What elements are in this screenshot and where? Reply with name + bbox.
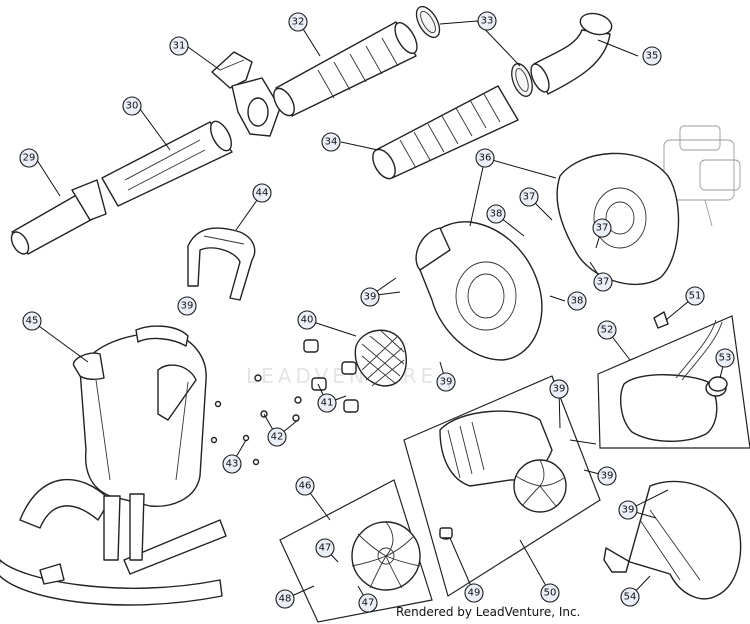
svg-text:41: 41	[321, 398, 334, 409]
callout-54[interactable]: 54	[620, 587, 640, 607]
part-49-pin	[439, 527, 453, 539]
callout-35[interactable]: 35	[642, 46, 662, 66]
callout-42[interactable]: 42	[267, 427, 287, 447]
svg-text:48: 48	[279, 594, 292, 605]
callout-41[interactable]: 41	[317, 393, 337, 413]
callout-44[interactable]: 44	[252, 183, 272, 203]
part-41-isolators	[303, 339, 359, 413]
svg-text:54: 54	[624, 592, 637, 603]
svg-text:34: 34	[325, 137, 338, 148]
callout-39-c[interactable]: 39	[177, 296, 197, 316]
svg-text:32: 32	[292, 17, 305, 28]
svg-text:37: 37	[597, 277, 610, 288]
part-34-corrugated-hose	[372, 85, 519, 180]
callout-37-b[interactable]: 37	[592, 218, 612, 238]
callout-46[interactable]: 46	[295, 476, 315, 496]
engine-ghost	[663, 125, 741, 231]
svg-text:49: 49	[468, 588, 481, 599]
svg-text:39: 39	[601, 471, 614, 482]
part-51-53-small-parts	[653, 311, 728, 392]
svg-text:45: 45	[26, 316, 39, 327]
part-50-fan-cover-group	[403, 375, 601, 597]
callout-45[interactable]: 45	[22, 311, 42, 331]
part-30-tube	[101, 120, 233, 207]
svg-text:31: 31	[173, 41, 186, 52]
callout-32[interactable]: 32	[288, 12, 308, 32]
callout-52[interactable]: 52	[597, 320, 617, 340]
part-46-impeller-group	[279, 479, 433, 623]
callout-51[interactable]: 51	[685, 286, 705, 306]
footer-credit: Rendered by LeadVenture, Inc.	[396, 605, 581, 619]
callout-31[interactable]: 31	[169, 36, 189, 56]
svg-text:39: 39	[181, 301, 194, 312]
svg-text:39: 39	[553, 384, 566, 395]
svg-text:47: 47	[319, 543, 332, 554]
callout-39-a[interactable]: 39	[360, 287, 380, 307]
svg-text:29: 29	[23, 153, 36, 164]
part-40-grille	[354, 329, 407, 387]
callout-37-a[interactable]: 37	[519, 187, 539, 207]
svg-text:42: 42	[271, 432, 284, 443]
callout-39-f[interactable]: 39	[618, 500, 638, 520]
svg-text:39: 39	[622, 505, 635, 516]
part-29-nozzle	[10, 179, 107, 255]
svg-text:39: 39	[364, 292, 377, 303]
svg-text:30: 30	[126, 101, 139, 112]
callout-38-a[interactable]: 38	[486, 204, 506, 224]
svg-text:39: 39	[440, 377, 453, 388]
svg-text:44: 44	[256, 188, 269, 199]
callout-50[interactable]: 50	[540, 583, 560, 603]
svg-text:53: 53	[719, 353, 732, 364]
callout-53[interactable]: 53	[715, 348, 735, 368]
callout-37-c[interactable]: 37	[593, 272, 613, 292]
callout-29[interactable]: 29	[19, 148, 39, 168]
svg-text:50: 50	[544, 588, 557, 599]
svg-text:40: 40	[301, 315, 314, 326]
callout-43[interactable]: 43	[222, 454, 242, 474]
svg-text:43: 43	[226, 459, 239, 470]
part-42-43-hardware	[210, 374, 302, 466]
part-32-flex-tube	[273, 21, 418, 117]
part-33-clamps	[415, 5, 533, 97]
callout-30[interactable]: 30	[122, 96, 142, 116]
callout-39-d[interactable]: 39	[549, 379, 569, 399]
svg-text:38: 38	[571, 296, 584, 307]
callout-49[interactable]: 49	[464, 583, 484, 603]
part-44-bracket	[187, 227, 256, 301]
callout-39-b[interactable]: 39	[436, 372, 456, 392]
callout-36[interactable]: 36	[475, 148, 495, 168]
part-54-guard	[603, 480, 742, 600]
svg-text:37: 37	[596, 223, 609, 234]
part-36-rear-housing	[556, 152, 680, 286]
svg-text:35: 35	[646, 51, 659, 62]
svg-text:33: 33	[481, 16, 494, 27]
svg-text:46: 46	[299, 481, 312, 492]
svg-text:51: 51	[689, 291, 702, 302]
svg-text:52: 52	[601, 325, 614, 336]
callout-40[interactable]: 40	[297, 310, 317, 330]
part-35-elbow	[530, 12, 613, 95]
part-front-housing	[415, 221, 543, 361]
callout-38-b[interactable]: 38	[567, 291, 587, 311]
callout-47-a[interactable]: 47	[315, 538, 335, 558]
svg-text:37: 37	[523, 192, 536, 203]
callout-39-e[interactable]: 39	[597, 466, 617, 486]
callout-47-b[interactable]: 47	[358, 593, 378, 613]
svg-text:47: 47	[362, 598, 375, 609]
part-45-backpack	[0, 325, 227, 606]
callout-48[interactable]: 48	[275, 589, 295, 609]
callout-34[interactable]: 34	[321, 132, 341, 152]
svg-text:38: 38	[490, 209, 503, 220]
part-31-handle	[211, 51, 281, 137]
svg-text:36: 36	[479, 153, 492, 164]
callout-33[interactable]: 33	[477, 11, 497, 31]
